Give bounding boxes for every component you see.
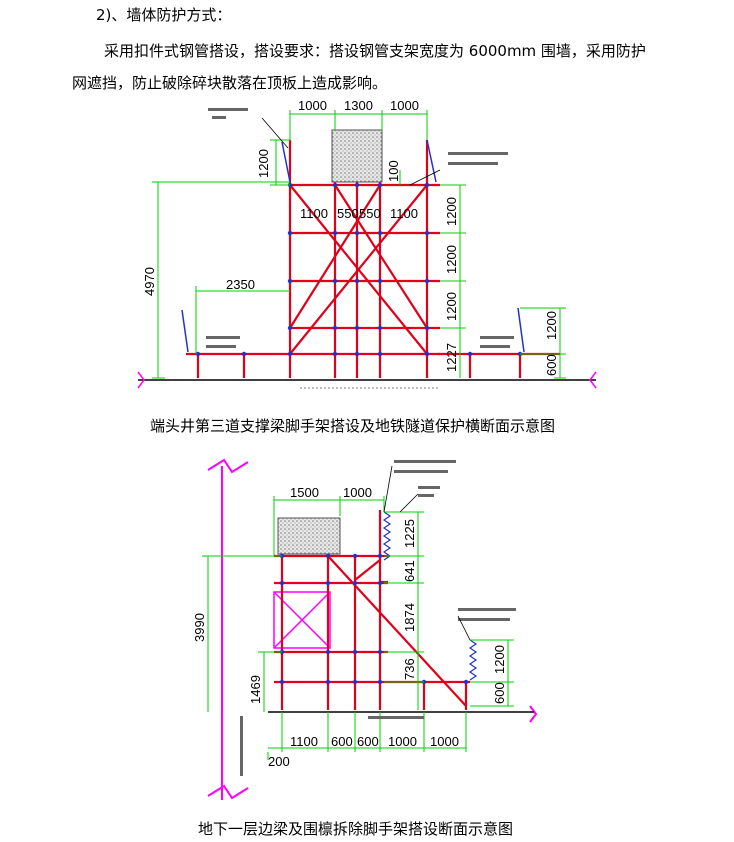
- f2-dim-right-4: 736: [402, 658, 417, 680]
- f2-dim-bottom-1: 1100: [290, 734, 318, 749]
- f1-dim-inner-4: 1100: [390, 206, 418, 221]
- f2-dim-right-3: 1874: [402, 603, 417, 632]
- f2-dim-lower-height: 1469: [248, 675, 263, 704]
- f2-dim-bottom-5: 1000: [430, 734, 459, 749]
- f1-dim-small-right-1: 1200: [544, 311, 559, 340]
- concrete-beam-1: [331, 129, 383, 183]
- f2-dim-bottom-2: 600: [331, 734, 353, 749]
- paragraph-line-1: 采用扣件式钢管搭设，搭设要求：搭设钢管支架宽度为 6000mm 围墙，采用防护: [104, 42, 646, 60]
- f2-dim-bottom-3: 600: [357, 734, 379, 749]
- f1-dim-side-width: 2350: [226, 277, 255, 292]
- f2-dim-bottom-4: 1000: [388, 734, 417, 749]
- f1-dim-total-height: 4970: [142, 267, 157, 296]
- figure1-caption: 端头井第三道支撑梁脚手架搭设及地铁隧道保护横断面示意图: [150, 417, 556, 435]
- f2-dim-right-1: 1225: [402, 519, 417, 548]
- f1-dim-top-right: 1000: [390, 98, 419, 113]
- f1-dim-top-mid: 1300: [344, 98, 373, 113]
- f1-dim-right-1: 1200: [444, 197, 459, 226]
- f1-dim-guard-gap: 100: [386, 160, 401, 182]
- figure1-drawing: 1000 1300 1000 1200 100 1100 550 550 110…: [137, 98, 597, 389]
- f1-dim-right-3: 1200: [444, 292, 459, 321]
- f1-dim-inner-2: 550: [337, 206, 359, 221]
- figure2-drawing: 1500 1000 1225 641 1874 736 1200 600 399…: [192, 458, 538, 800]
- f1-dim-left-guard: 1200: [256, 149, 271, 178]
- f2-dim-side-1: 1200: [492, 645, 507, 674]
- f1-dim-inner-1: 1100: [300, 206, 328, 221]
- figure2-caption: 地下一层边梁及围檩拆除脚手架搭设断面示意图: [198, 820, 514, 838]
- f2-dim-total-height: 3990: [192, 613, 207, 642]
- section-heading: 2)、墙体防护方式：: [96, 6, 232, 24]
- concrete-beam-2: [277, 517, 341, 555]
- f2-dim-offset: 200: [268, 754, 290, 769]
- f1-dim-right-4: 1227: [444, 343, 459, 372]
- f1-dim-small-right-2: 600: [544, 354, 559, 376]
- f1-dim-inner-3: 550: [359, 206, 381, 221]
- paragraph-line-2: 网遮挡，防止破除碎块散落在顶板上造成影响。: [72, 74, 388, 92]
- f2-dim-top-2: 1000: [343, 485, 372, 500]
- f1-dim-right-2: 1200: [444, 245, 459, 274]
- f2-dim-top-1: 1500: [290, 485, 319, 500]
- f2-dim-side-2: 600: [492, 682, 507, 704]
- f1-dim-top-left: 1000: [298, 98, 327, 113]
- f2-dim-right-2: 641: [402, 560, 417, 582]
